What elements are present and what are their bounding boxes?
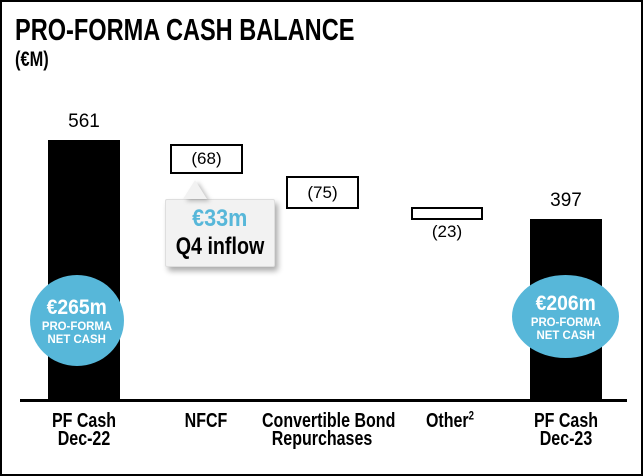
axis-label-line1: PF Cash: [533, 410, 599, 432]
value-label-other: (23): [431, 222, 463, 241]
callout-amount: €33m: [192, 205, 248, 232]
callout-pointer-icon: [183, 180, 207, 199]
value-label-pf-cash-dec-23: 397: [550, 190, 582, 211]
x-axis-line: [20, 399, 627, 402]
badge-amount: €265m: [46, 295, 108, 319]
net-cash-badge-dec-23: €206m PRO-FORMA NET CASH: [512, 275, 619, 358]
badge-amount: €206m: [535, 291, 596, 315]
badge-line2: NET CASH: [47, 331, 107, 346]
net-cash-badge-dec-22: €265m PRO-FORMA NET CASH: [30, 275, 124, 366]
axis-label-line1: Other2: [390, 409, 510, 432]
axis-label-line1: Convertible Bond: [262, 410, 396, 432]
callout-label: Q4 inflow: [175, 233, 265, 260]
axis-label-line1: NFCF: [184, 410, 228, 432]
value-label-nfcf: (68): [191, 149, 222, 168]
bar-nfcf: (68): [170, 144, 243, 174]
chart-units: (€M): [15, 48, 49, 71]
axis-label-line1: PF Cash: [51, 410, 117, 432]
axis-label-line2: Repurchases: [271, 428, 373, 450]
callout-bubble-q4-inflow: €33m Q4 inflow: [165, 199, 275, 267]
axis-label-pf-cash-dec-22: PF Cash Dec-22: [24, 410, 144, 450]
value-label-pf-cash-dec-22: 561: [68, 111, 100, 132]
value-label-convertible-bond: (75): [307, 182, 338, 202]
badge-line1: PRO-FORMA: [41, 318, 113, 333]
bar-convertible-bond-repurchases: (75): [286, 176, 359, 209]
chart-title: PRO-FORMA CASH BALANCE: [15, 12, 355, 47]
axis-label-other-text: Other: [425, 410, 469, 432]
badge-line2: NET CASH: [536, 327, 595, 342]
axis-label-line2: Dec-22: [57, 428, 111, 450]
footnote-superscript: 2: [468, 408, 475, 423]
axis-label-pf-cash-dec-23: PF Cash Dec-23: [506, 410, 626, 450]
axis-label-convertible-bond-repurchases: Convertible Bond Repurchases: [262, 410, 396, 450]
axis-label-other: Other2: [390, 409, 510, 432]
axis-label-line2: Dec-23: [539, 428, 593, 450]
badge-line1: PRO-FORMA: [530, 314, 601, 329]
axis-label-nfcf: NFCF: [146, 410, 266, 432]
bar-other: [411, 207, 483, 220]
